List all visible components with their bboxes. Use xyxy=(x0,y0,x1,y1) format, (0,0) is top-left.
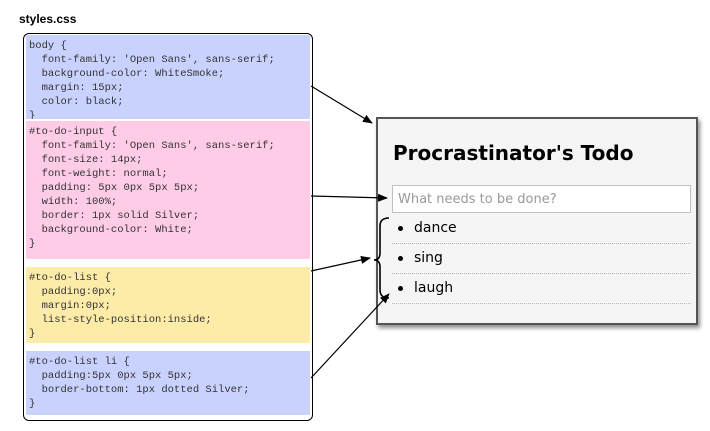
css-code-line: } xyxy=(29,328,36,340)
arrow-list-to-list xyxy=(310,256,371,272)
list-item-label: laugh xyxy=(414,280,454,296)
list-item[interactable]: dance xyxy=(392,214,691,244)
css-code-line: font-family: 'Open Sans', sans-serif; xyxy=(29,54,275,66)
css-code-line: } xyxy=(29,238,36,250)
list-item[interactable]: laugh xyxy=(392,274,691,304)
list-item-label: sing xyxy=(414,250,443,266)
css-code-line: padding: 5px 0px 5px 5px; xyxy=(29,182,200,194)
css-block-to-do-list: #to-do-list { padding:0px; margin:0px; l… xyxy=(26,267,310,343)
bullet-icon xyxy=(398,256,403,261)
css-code-line: body { xyxy=(29,40,67,52)
css-code-line: list-style-position:inside; xyxy=(29,314,212,326)
page-title: Procrastinator's Todo xyxy=(393,141,634,165)
list-item-label: dance xyxy=(414,220,457,236)
css-code-line: font-size: 14px; xyxy=(29,154,143,166)
css-block-body: body { font-family: 'Open Sans', sans-se… xyxy=(26,35,310,119)
todo-app-preview: Procrastinator's Todo dance sing laugh xyxy=(376,117,698,325)
css-code-line: margin:0px; xyxy=(29,300,111,312)
css-code-line: padding:5px 0px 5px 5px; xyxy=(29,370,193,382)
css-code-line: padding:0px; xyxy=(29,286,118,298)
list-item[interactable]: sing xyxy=(392,244,691,274)
css-code-line: color: black; xyxy=(29,96,124,108)
css-code-line: border: 1px solid Silver; xyxy=(29,210,200,222)
file-title: styles.css xyxy=(19,12,77,26)
css-block-to-do-list-li: #to-do-list li { padding:5px 0px 5px 5px… xyxy=(26,351,310,415)
css-code-line: #to-do-input { xyxy=(29,126,118,138)
css-code-line: } xyxy=(29,110,36,119)
bullet-icon xyxy=(398,226,403,231)
css-code-line: font-family: 'Open Sans', sans-serif; xyxy=(29,140,275,152)
css-code-line: width: 100%; xyxy=(29,196,118,208)
css-code-line: font-weight: normal; xyxy=(29,168,168,180)
css-block-to-do-input: #to-do-input { font-family: 'Open Sans',… xyxy=(26,121,310,259)
css-code-line: #to-do-list li { xyxy=(29,356,130,368)
to-do-input[interactable] xyxy=(392,185,691,213)
css-code-line: background-color: WhiteSmoke; xyxy=(29,68,225,80)
css-code-line: #to-do-list { xyxy=(29,272,111,284)
css-code-line: border-bottom: 1px dotted Silver; xyxy=(29,384,250,396)
css-code-panel: body { font-family: 'Open Sans', sans-se… xyxy=(23,33,313,421)
arrow-body-to-preview xyxy=(310,85,373,124)
bullet-icon xyxy=(398,286,403,291)
css-code-line: margin: 15px; xyxy=(29,82,124,94)
css-code-line: background-color: White; xyxy=(29,224,193,236)
css-code-line: } xyxy=(29,398,36,410)
to-do-list: dance sing laugh xyxy=(392,214,691,304)
